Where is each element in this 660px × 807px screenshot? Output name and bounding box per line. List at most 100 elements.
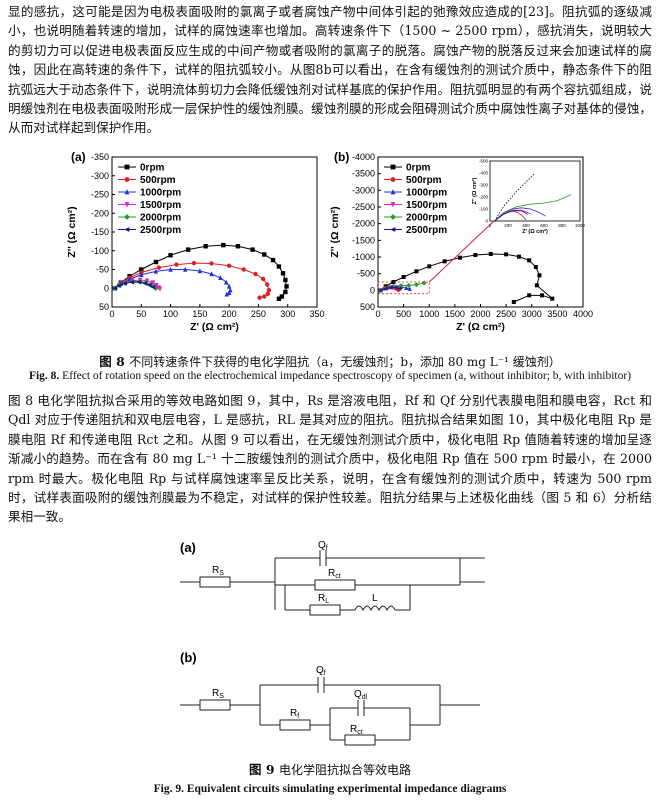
inset-x-tick-label: 200 (504, 223, 512, 228)
legend-marker (124, 214, 130, 220)
inset-series-0rpm (494, 172, 536, 222)
data-point (262, 252, 267, 257)
data-point (142, 281, 147, 286)
x-tick-label: 2500 (496, 309, 516, 319)
data-point (250, 247, 255, 252)
figure-9: (a) RS Qf Rct RL L (b) (180, 540, 485, 746)
x-tick-label: 0 (375, 309, 380, 319)
y-tick-label: -1500 (352, 235, 375, 245)
data-point (266, 287, 272, 293)
legend-marker (390, 164, 396, 170)
zoom-region (377, 281, 430, 295)
data-point (397, 286, 402, 291)
inset-x-tick-label: 400 (522, 223, 530, 228)
rl-label-a: RL (318, 593, 329, 605)
legend-marker (124, 227, 130, 232)
data-point (413, 282, 419, 288)
qdl-label-b: Qdl (354, 689, 368, 701)
paragraph-1: 显的感抗，这可能是因为电极表面吸附的氯离子或者腐蚀产物中间体引起的弛豫效应造成的… (8, 4, 652, 136)
inset-series-line (494, 210, 528, 222)
data-point (458, 255, 462, 260)
x-tick-label: 4000 (573, 309, 593, 319)
data-point (129, 280, 135, 285)
inset-y-tick-label: -200 (479, 195, 489, 200)
y-tick-label: -350 (91, 152, 109, 162)
x-tick-label: 50 (136, 309, 146, 319)
y-tick-label: -100 (91, 246, 109, 256)
legend-label: 2000rpm (140, 213, 181, 224)
data-point (279, 294, 285, 299)
x-tick-label: 100 (163, 309, 178, 319)
data-point (257, 295, 262, 300)
rct-label-b: Rct (350, 724, 363, 736)
data-point (421, 280, 427, 286)
data-point (156, 265, 162, 270)
data-point (283, 277, 288, 283)
data-point (284, 284, 289, 289)
data-point (383, 286, 388, 291)
rf-label-b: Rf (290, 708, 299, 720)
y-tick-label: 50 (99, 302, 109, 312)
data-point (276, 264, 282, 269)
y-tick-label: -150 (91, 227, 109, 237)
x-tick-label: 300 (280, 309, 295, 319)
data-point (127, 276, 132, 282)
x-tick-label: 0 (109, 309, 114, 319)
data-point (262, 294, 267, 299)
data-point (378, 288, 383, 293)
rs-label-b: RS (212, 688, 224, 700)
data-point (168, 253, 173, 258)
panel-label: (a) (71, 150, 86, 164)
inset-x-tick-label: 600 (540, 223, 548, 228)
legend-label: 1500rpm (406, 200, 447, 211)
y-tick-label: -4000 (352, 152, 375, 162)
paragraph-2: 图 8 电化学阻抗拟合采用的等效电路如图 9，其中，Rs 是溶液电阻，Rf 和 … (8, 393, 652, 525)
data-point (527, 293, 532, 298)
legend-label: 2500rpm (406, 225, 447, 236)
y-tick-label: -300 (91, 171, 109, 181)
data-point (414, 269, 419, 274)
data-point (139, 267, 144, 272)
figure-8-caption-cn: 图 8 不同转速条件下获得的电化学阻抗（a，无缓蚀剂；b，添加 80 mg L⁻… (0, 351, 660, 370)
inset-y-tick-label: -500 (479, 159, 489, 164)
data-point (183, 266, 188, 272)
data-point (203, 244, 208, 249)
data-point (527, 258, 532, 263)
legend-marker (124, 177, 130, 182)
legend-label: 2500rpm (140, 225, 181, 236)
data-point (550, 296, 555, 301)
inset-frame (489, 160, 581, 222)
legend-marker (390, 227, 396, 232)
data-point (139, 272, 144, 277)
data-point (280, 271, 286, 276)
data-point (401, 275, 406, 279)
inset-y-tick-label: 0 (485, 219, 488, 224)
legend-marker (124, 164, 130, 170)
inset-y-axis-label: Z'' (Ω cm²) (471, 177, 478, 204)
y-tick-label: -3500 (352, 169, 375, 179)
data-point (153, 285, 159, 291)
legend-label: 500rpm (140, 175, 176, 186)
data-point (153, 268, 159, 274)
data-point (146, 283, 152, 288)
legend-marker (390, 189, 396, 195)
data-point (488, 252, 493, 256)
panel-a-label: (a) (180, 540, 196, 555)
data-point (270, 257, 276, 263)
inset-x-axis-label: Z' (Ω cm²) (522, 228, 548, 235)
y-tick-label: 500 (360, 302, 375, 312)
data-point (122, 281, 128, 286)
data-point (391, 280, 396, 284)
data-point (235, 244, 241, 249)
data-point (253, 271, 258, 277)
data-point (226, 290, 232, 295)
inset-bg (490, 161, 580, 221)
y-tick-label: -500 (357, 269, 375, 279)
y-tick-label: 0 (370, 285, 375, 295)
series-1000rpm (112, 266, 233, 297)
